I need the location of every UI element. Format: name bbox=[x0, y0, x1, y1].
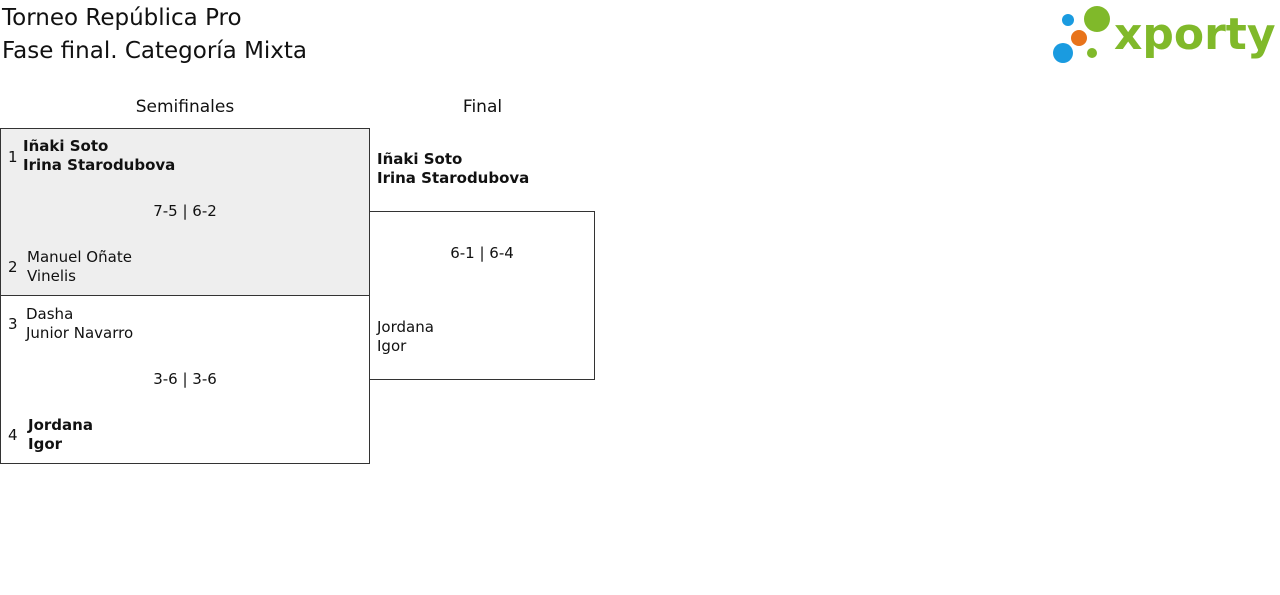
logo-wordmark: xporty bbox=[1114, 9, 1276, 60]
tournament-title: Torneo República Pro bbox=[2, 5, 242, 31]
seed-number: 3 bbox=[8, 315, 18, 333]
team-entry: Iñaki Soto Irina Starodubova bbox=[23, 137, 175, 175]
round-title-final: Final bbox=[462, 97, 503, 117]
player-name: Junior Navarro bbox=[26, 324, 134, 342]
player-name: Igor bbox=[28, 435, 63, 453]
final-team-bottom: Jordana Igor bbox=[377, 318, 434, 356]
seed-number: 2 bbox=[8, 258, 18, 276]
logo-dots-icon bbox=[1053, 6, 1110, 63]
player-name: Vinelis bbox=[27, 267, 76, 285]
player-name: Igor bbox=[377, 337, 407, 355]
player-name: Dasha bbox=[26, 305, 74, 323]
xporty-logo[interactable]: xporty bbox=[1050, 2, 1278, 68]
final-match[interactable]: 6-1 | 6-4 Jordana Igor bbox=[369, 211, 595, 380]
team-entry: Dasha Junior Navarro bbox=[26, 305, 133, 343]
match-score: 6-1 | 6-4 bbox=[450, 244, 514, 262]
semifinal-match-2[interactable]: 3 Dasha Junior Navarro 3-6 | 3-6 4 Jorda… bbox=[0, 295, 370, 464]
player-name: Irina Starodubova bbox=[23, 156, 176, 174]
team-entry: Manuel Oñate Vinelis bbox=[27, 248, 132, 286]
seed-number: 1 bbox=[8, 148, 18, 166]
player-name: Jordana bbox=[28, 416, 93, 434]
match-score: 7-5 | 6-2 bbox=[153, 202, 217, 220]
player-name: Iñaki Soto bbox=[23, 137, 109, 155]
player-name: Manuel Oñate bbox=[27, 248, 132, 266]
round-title-semifinals: Semifinales bbox=[135, 97, 235, 117]
player-name: Irina Starodubova bbox=[377, 169, 530, 187]
team-entry: Jordana Igor bbox=[28, 416, 93, 454]
player-name: Iñaki Soto bbox=[377, 150, 463, 168]
final-team-top: Iñaki Soto Irina Starodubova bbox=[377, 150, 529, 188]
semifinal-match-1[interactable]: 1 Iñaki Soto Irina Starodubova 7-5 | 6-2… bbox=[0, 128, 370, 296]
phase-subtitle: Fase final. Categoría Mixta bbox=[2, 38, 308, 64]
match-score: 3-6 | 3-6 bbox=[153, 370, 217, 388]
seed-number: 4 bbox=[8, 426, 18, 444]
player-name: Jordana bbox=[377, 318, 434, 336]
